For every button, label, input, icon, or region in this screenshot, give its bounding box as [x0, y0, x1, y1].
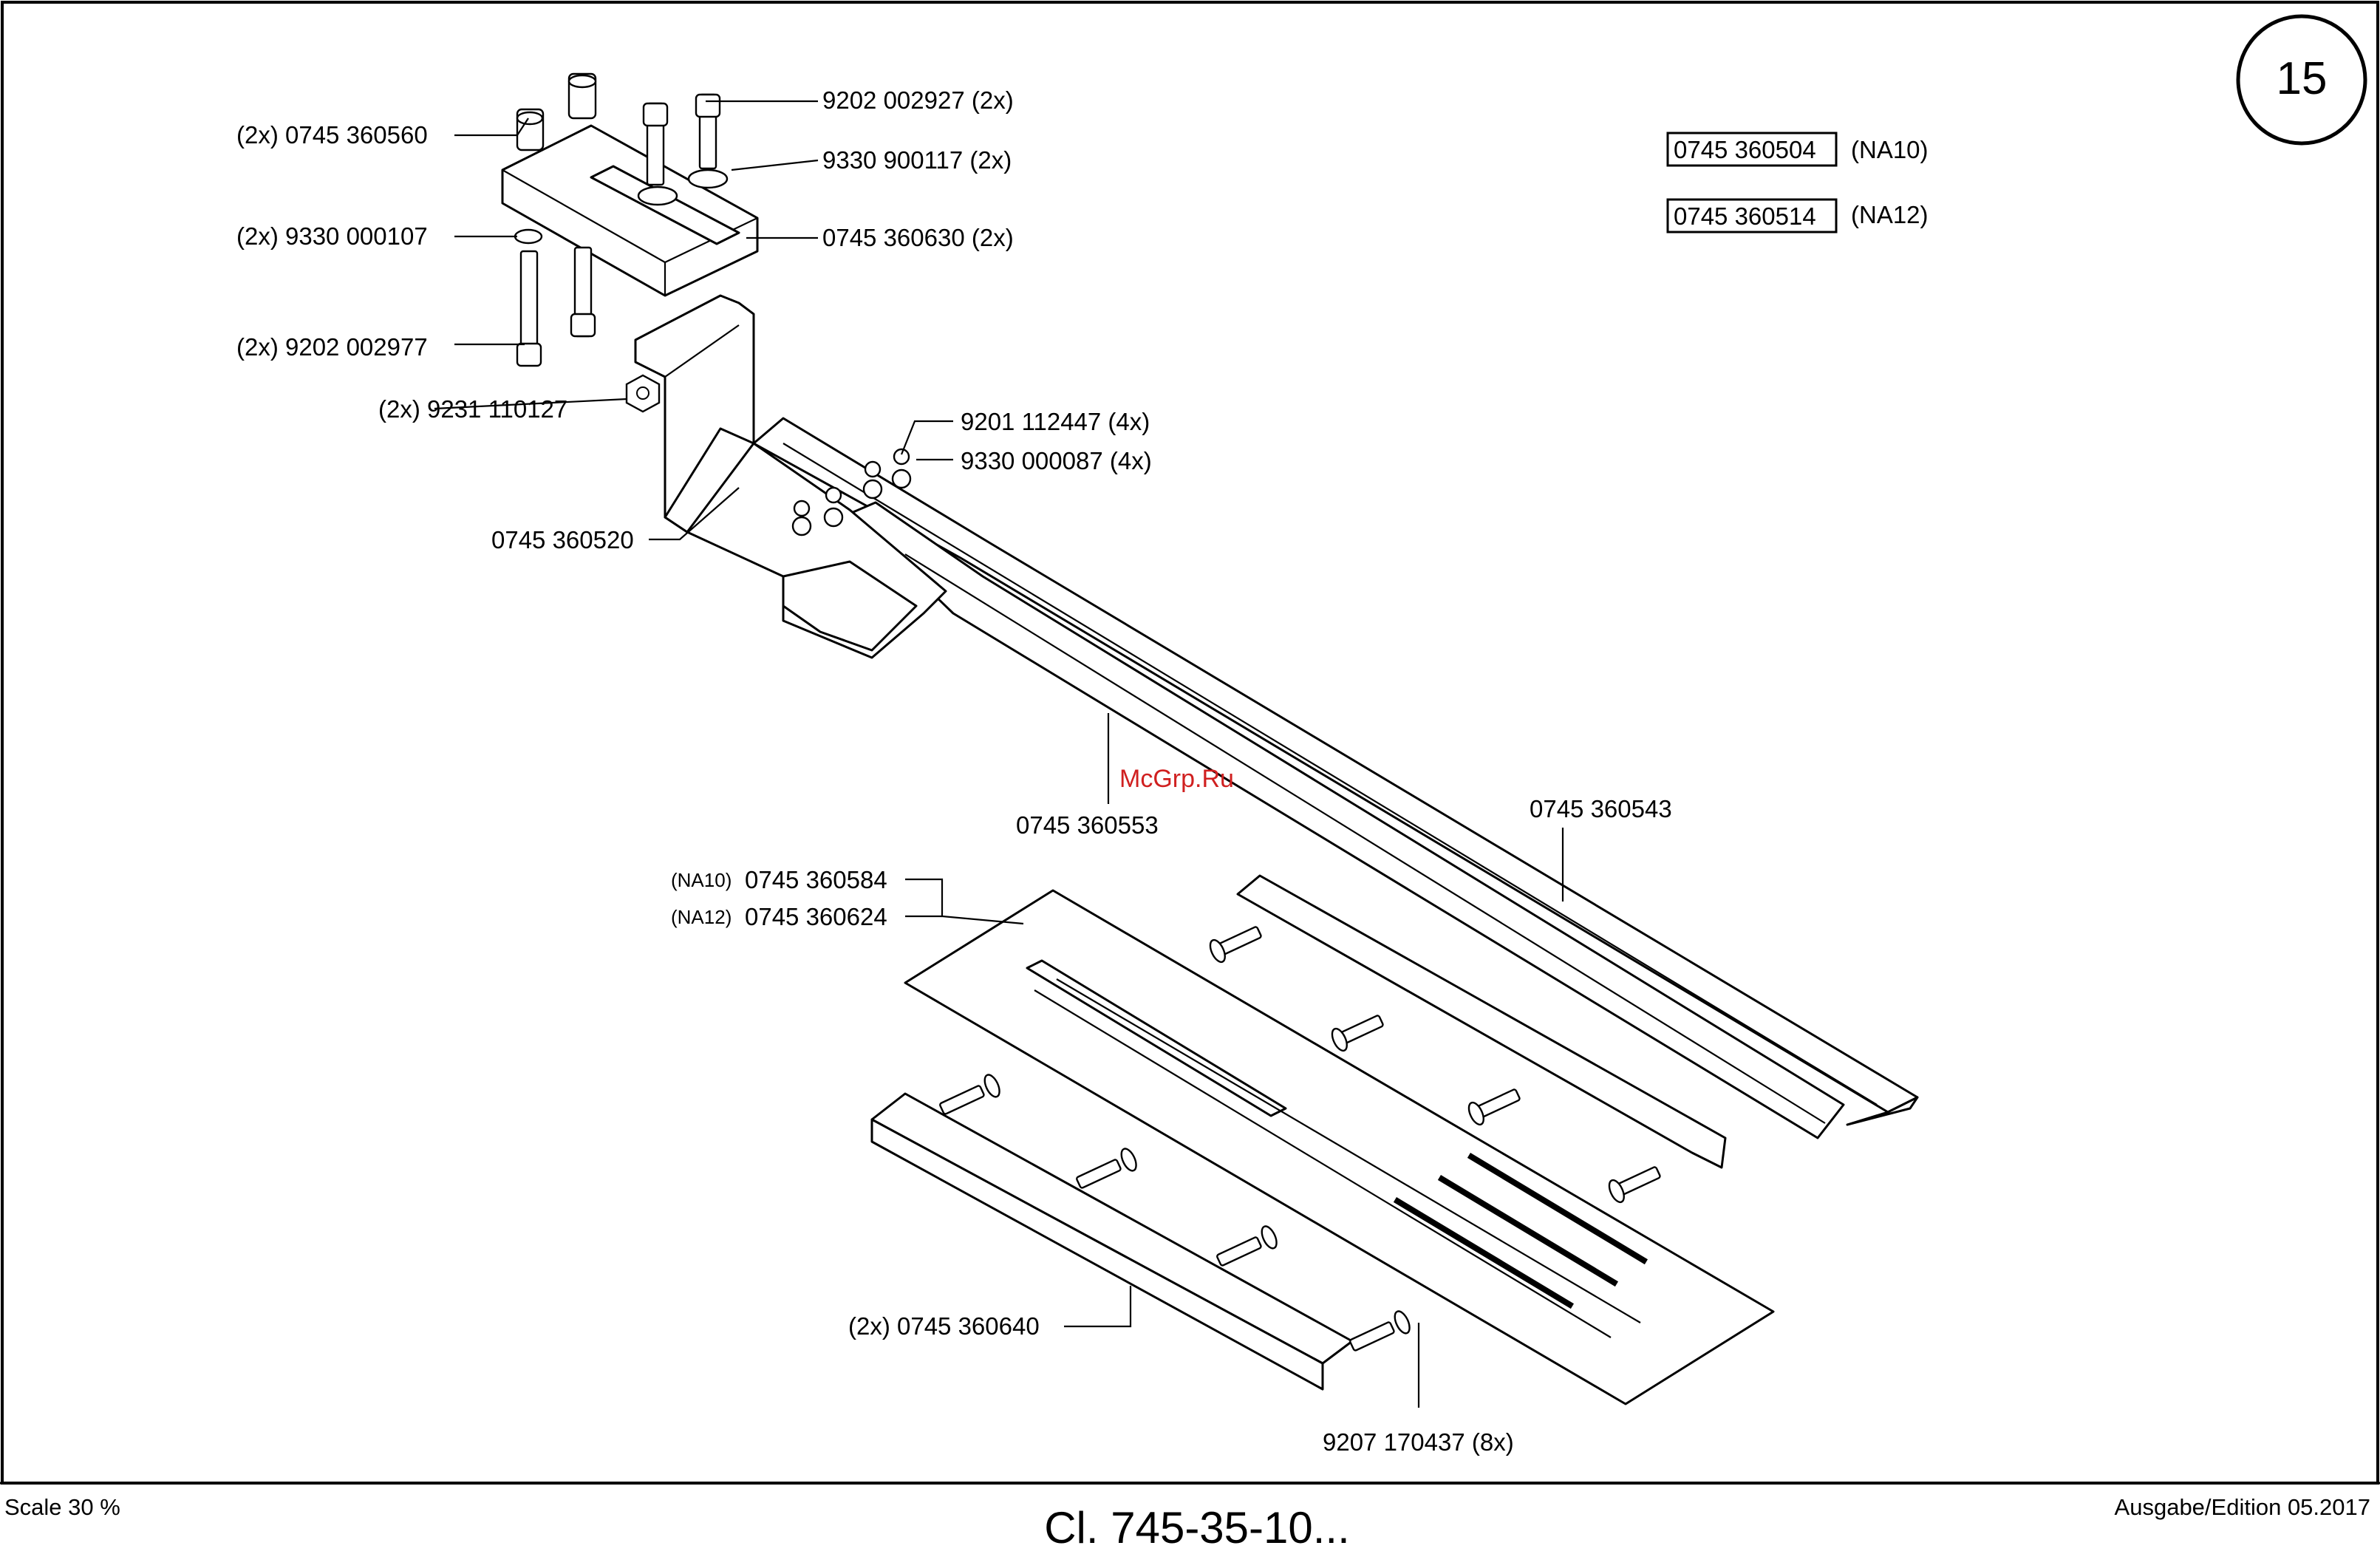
variant-table: 0745 360504 (NA10) 0745 360514 (NA12)	[1666, 132, 1929, 234]
callout-9330-000107: (2x) 9330 000107	[236, 222, 428, 250]
callout-0745-360560: (2x) 0745 360560	[236, 121, 428, 149]
callout-9202-002977: (2x) 9202 002977	[236, 333, 428, 361]
callout-0745-360584: 0745 360584	[745, 866, 887, 893]
callout-9201-112447: 9201 112447 (4x)	[961, 408, 1150, 435]
variant-box-1	[1666, 132, 1838, 167]
page-number-badge: 15	[2236, 14, 2367, 146]
slotted-block-360630	[501, 124, 759, 297]
callout-na12-tag: (NA12)	[671, 906, 732, 928]
footer-title: Cl. 745-35-10...	[1044, 1503, 1350, 1553]
side-screws	[939, 926, 1661, 1352]
callout-0745-360630: 0745 360630 (2x)	[822, 224, 1014, 251]
footer-edition: Ausgabe/Edition 05.2017	[2115, 1494, 2370, 1520]
watermark: McGrp.Ru	[1119, 765, 1234, 793]
variant-part-2: 0745 360514	[1674, 202, 1816, 230]
bracket-360520	[634, 294, 947, 659]
callout-0745-360640: (2x) 0745 360640	[848, 1312, 1040, 1340]
hex-nut	[625, 374, 661, 413]
angle-strip-360543b	[1236, 874, 1727, 1169]
callout-9231-110127: (2x) 9231 110127	[378, 395, 567, 423]
top-screws	[637, 93, 729, 206]
callout-9207-170437: 9207 170437 (8x)	[1323, 1428, 1514, 1456]
variant-box-2	[1666, 198, 1838, 234]
dot-pattern	[1393, 1153, 1648, 1309]
callout-9330-900117: 9330 900117 (2x)	[822, 146, 1012, 174]
callout-na10-tag: (NA10)	[671, 869, 732, 891]
variant-code-1: (NA10)	[1851, 136, 1929, 163]
callout-0745-360520: 0745 360520	[491, 526, 634, 553]
variant-code-2: (NA12)	[1851, 201, 1929, 228]
variant-part-1: 0745 360504	[1674, 136, 1816, 163]
page-number: 15	[2277, 53, 2328, 104]
callout-0745-360543: 0745 360543	[1530, 795, 1672, 822]
callout-9202-002927: 9202 002927 (2x)	[822, 86, 1014, 114]
callout-9330-000087: 9330 000087 (4x)	[961, 447, 1152, 474]
footer: Scale 30 % Cl. 745-35-10... Ausgabe/Edit…	[4, 1494, 2370, 1553]
long-rail-360543	[752, 417, 1919, 1126]
callout-0745-360624: 0745 360624	[745, 903, 887, 930]
leader-lines	[434, 100, 1564, 1408]
rail-360553	[848, 501, 1845, 1139]
small-spacers	[516, 72, 597, 151]
footer-scale: Scale 30 %	[4, 1494, 120, 1520]
callout-0745-360553: 0745 360553	[1016, 811, 1159, 839]
bottom-screws	[514, 228, 596, 367]
guide-strip-360584	[904, 889, 1775, 1405]
callout-labels: (2x) 0745 360560 9202 002927 (2x) 9330 9…	[236, 86, 1672, 1456]
small-fasteners	[791, 448, 912, 536]
